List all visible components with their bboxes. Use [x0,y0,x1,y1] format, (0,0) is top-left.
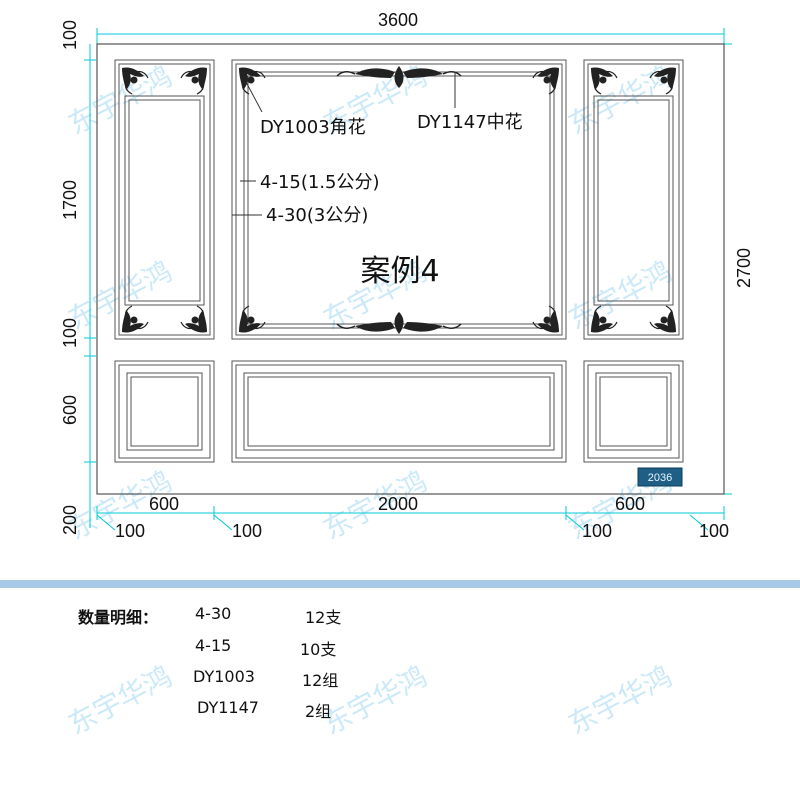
upper-right-panel [583,59,684,340]
quantity-amount: 10支 [300,640,337,659]
quantity-amount: 12支 [305,608,342,627]
tag-number: 2036 [648,472,672,484]
upper-left-panel [114,59,215,340]
center-flower-label: DY1147中花 [417,112,523,133]
lower-right-panel [583,360,684,463]
dim-right-panel-width: 600 [615,494,645,514]
corner-flower-icon [649,305,677,334]
wall-outline [96,43,725,495]
center-flower-top-icon [336,65,462,89]
quantity-amount: 2组 [305,702,332,721]
corner-flower-icon [238,66,266,95]
corner-flower-icon [532,305,560,334]
dim-top-band: 100 [60,20,80,50]
dim-gap: 100 [232,521,262,541]
corner-flower-icon [180,66,208,95]
quantity-title: 数量明细： [78,608,159,627]
dim-bottom-band: 200 [60,505,80,535]
corner-flower-icon [180,305,208,334]
quantity-code: DY1147 [197,698,259,717]
corner-flower-icon [238,305,266,334]
dim-lower-panel-height: 600 [60,395,80,425]
tag-badge [637,467,683,487]
quantity-amount: 12组 [302,671,339,690]
dim-total-width: 3600 [378,10,418,30]
lower-center-panel [231,360,567,463]
moulding-small-label: 4-15(1.5公分) [260,172,380,193]
dim-left-panel-width: 600 [149,494,179,514]
leader-lines [232,72,456,216]
dim-upper-panel-height: 1700 [60,180,80,220]
dim-gap: 100 [115,521,145,541]
dim-gap: 100 [582,521,612,541]
dim-total-height: 2700 [734,248,754,288]
dim-center-panel-width: 2000 [378,494,418,514]
case-title: 案例4 [360,254,439,289]
dim-gap: 100 [699,521,729,541]
corner-flower-label: DY1003角花 [260,117,366,138]
quantity-code: DY1003 [193,667,255,686]
watermark: 东宇华鸿 [63,659,177,741]
lower-left-panel [114,360,215,463]
separator-band [0,580,800,588]
watermark: 东宇华鸿 [563,659,677,741]
quantity-code: 4-30 [195,604,232,623]
moulding-large-label: 4-30(3公分) [266,205,368,226]
dim-mid-band: 100 [60,318,80,348]
quantity-code: 4-15 [195,636,232,655]
corner-flower-icon [532,66,560,95]
watermark-layer: 东宇华鸿 东宇华鸿 东宇华鸿 东宇华鸿 东宇华鸿 东宇华鸿 东宇华鸿 东宇华鸿 … [63,59,677,741]
